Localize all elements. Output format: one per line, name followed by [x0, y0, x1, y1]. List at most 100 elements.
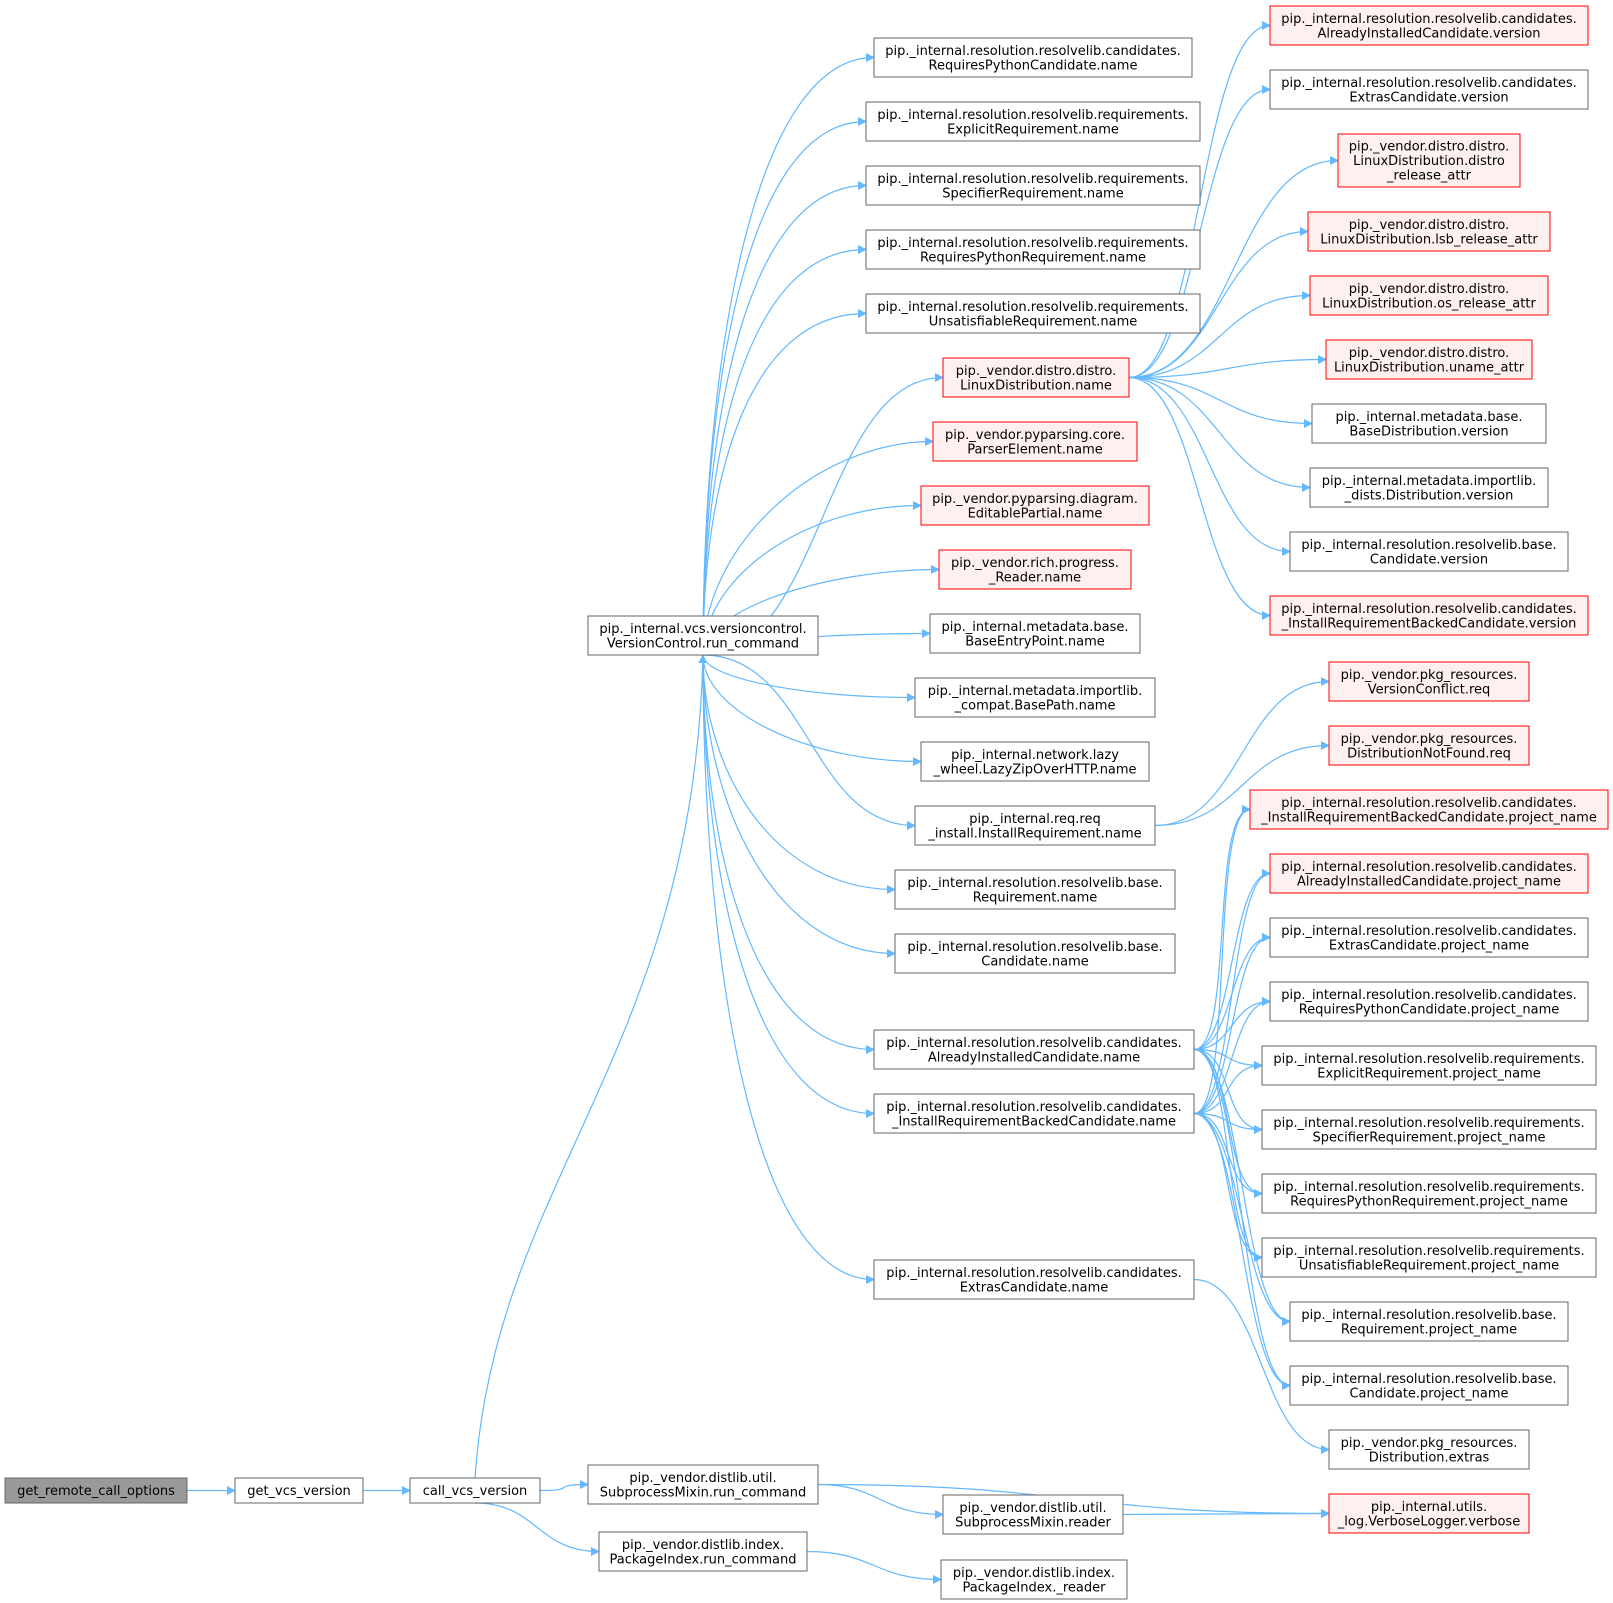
edge-n-ld-to-v-imd	[1128, 376, 1311, 492]
node-label: pip._internal.metadata.base.	[941, 620, 1128, 635]
node-label: get_vcs_version	[247, 1484, 351, 1499]
node-label: LinuxDistribution.os_release_attr	[1322, 296, 1536, 311]
node-label: RequiresPythonRequirement.name	[920, 250, 1146, 265]
node-n-lz[interactable]: pip._internal.network.lazy_wheel.LazyZip…	[920, 741, 1150, 782]
node-p-rpr[interactable]: pip._internal.resolution.resolvelib.requ…	[1261, 1173, 1597, 1214]
node-label: pip._internal.resolution.resolvelib.requ…	[1273, 1116, 1584, 1131]
node-box	[1249, 789, 1609, 830]
node-p-aic[interactable]: pip._internal.resolution.resolvelib.cand…	[1269, 853, 1589, 894]
node-r-vc[interactable]: pip._vendor.pkg_resources.VersionConflic…	[1328, 661, 1530, 702]
node-n-pe[interactable]: pip._vendor.pyparsing.core.ParserElement…	[932, 421, 1138, 462]
node-label: LinuxDistribution.lsb_release_attr	[1320, 232, 1538, 247]
node-label: pip._vendor.distro.distro.	[956, 364, 1116, 379]
node-label: UnsatisfiableRequirement.project_name	[1299, 1258, 1559, 1273]
node-v-irbc[interactable]: pip._internal.resolution.resolvelib.cand…	[1269, 595, 1589, 636]
node-label: pip._internal.resolution.resolvelib.requ…	[1273, 1052, 1584, 1067]
node-label: pip._internal.metadata.base.	[1335, 410, 1522, 425]
node-n-er[interactable]: pip._internal.resolution.resolvelib.requ…	[865, 101, 1201, 142]
node-v-un[interactable]: pip._vendor.distro.distro.LinuxDistribut…	[1325, 339, 1533, 380]
node-n-ec[interactable]: pip._internal.resolution.resolvelib.cand…	[873, 1259, 1195, 1300]
node-box	[598, 1531, 808, 1572]
edge-n-ir-to-r-vc	[1154, 677, 1330, 827]
node-box	[587, 1464, 819, 1505]
node-box	[4, 1477, 188, 1504]
node-label: _InstallRequirementBackedCandidate.proje…	[1260, 810, 1597, 825]
node-n-bc[interactable]: pip._internal.resolution.resolvelib.base…	[894, 933, 1176, 974]
node-p-rpc[interactable]: pip._internal.resolution.resolvelib.cand…	[1269, 981, 1589, 1022]
node-v-ec[interactable]: pip._internal.resolution.resolvelib.cand…	[1269, 69, 1589, 110]
node-label: pip._internal.vcs.versioncontrol.	[599, 622, 806, 637]
node-label: ParserElement.name	[967, 442, 1103, 457]
node-n-bep[interactable]: pip._internal.metadata.base.BaseEntryPoi…	[929, 613, 1141, 654]
node-vcrun[interactable]: pip._internal.vcs.versioncontrol.Version…	[587, 615, 819, 656]
node-label: SubprocessMixin.run_command	[600, 1485, 806, 1500]
edge-sprun-to-spreader	[817, 1483, 944, 1519]
node-r-dnf[interactable]: pip._vendor.pkg_resources.DistributionNo…	[1328, 725, 1530, 766]
node-n-bp[interactable]: pip._internal.metadata.importlib._compat…	[914, 677, 1156, 718]
node-label: pip._internal.resolution.resolvelib.cand…	[886, 1266, 1182, 1281]
node-n-irbc[interactable]: pip._internal.resolution.resolvelib.cand…	[873, 1093, 1195, 1134]
edge-n-irbc-to-p-er	[1193, 1061, 1263, 1115]
node-v-os[interactable]: pip._vendor.distro.distro.LinuxDistribut…	[1309, 275, 1549, 316]
edge-n-ld-to-v-bc	[1128, 376, 1291, 556]
node-root[interactable]: get_remote_call_options	[4, 1477, 188, 1504]
node-label: pip._internal.resolution.resolvelib.requ…	[877, 172, 1188, 187]
edge-vcrun-to-n-irbc	[702, 654, 875, 1118]
node-v-imd[interactable]: pip._internal.metadata.importlib._dists.…	[1309, 467, 1549, 508]
node-p-ur[interactable]: pip._internal.resolution.resolvelib.requ…	[1261, 1237, 1597, 1278]
node-sprun[interactable]: pip._vendor.distlib.util.SubprocessMixin…	[587, 1464, 819, 1505]
node-p-ec[interactable]: pip._internal.resolution.resolvelib.cand…	[1269, 917, 1589, 958]
node-label: pip._internal.resolution.resolvelib.requ…	[1273, 1180, 1584, 1195]
node-box	[1311, 403, 1547, 444]
node-box	[914, 677, 1156, 718]
node-box	[1261, 1173, 1597, 1214]
nodes-layer: get_remote_call_options get_vcs_version ca…	[4, 5, 1609, 1600]
node-v-aic[interactable]: pip._internal.resolution.resolvelib.cand…	[1269, 5, 1589, 46]
node-n-aic[interactable]: pip._internal.resolution.resolvelib.cand…	[873, 1029, 1195, 1070]
node-x-verb[interactable]: pip._internal.utils._log.VerboseLogger.v…	[1328, 1493, 1530, 1534]
node-label: _wheel.LazyZipOverHTTP.name	[932, 762, 1136, 777]
node-pirun[interactable]: pip._vendor.distlib.index.PackageIndex.r…	[598, 1531, 808, 1572]
node-n-ld[interactable]: pip._vendor.distro.distro.LinuxDistribut…	[942, 357, 1130, 398]
node-p-irbc[interactable]: pip._internal.resolution.resolvelib.cand…	[1249, 789, 1609, 830]
node-box	[914, 805, 1156, 846]
node-p-er[interactable]: pip._internal.resolution.resolvelib.requ…	[1261, 1045, 1597, 1086]
node-label: AlreadyInstalledCandidate.name	[928, 1050, 1140, 1065]
node-v-bd[interactable]: pip._internal.metadata.base.BaseDistribu…	[1311, 403, 1547, 444]
node-n-ir[interactable]: pip._internal.req.req_install.InstallReq…	[914, 805, 1156, 846]
edge-vcrun-to-n-ec	[702, 654, 875, 1284]
node-v-lsb[interactable]: pip._vendor.distro.distro.LinuxDistribut…	[1307, 211, 1551, 252]
node-n-ep[interactable]: pip._vendor.pyparsing.diagram.EditablePa…	[920, 485, 1150, 526]
node-v-bc[interactable]: pip._internal.resolution.resolvelib.base…	[1289, 531, 1569, 572]
node-n-ur[interactable]: pip._internal.resolution.resolvelib.requ…	[865, 293, 1201, 334]
node-label: _release_attr	[1386, 169, 1472, 184]
node-p-bc[interactable]: pip._internal.resolution.resolvelib.base…	[1289, 1365, 1569, 1406]
node-pireader[interactable]: pip._vendor.distlib.index.PackageIndex._…	[940, 1559, 1128, 1600]
node-v-dra[interactable]: pip._vendor.distro.distro.LinuxDistribut…	[1337, 133, 1521, 188]
node-spreader[interactable]: pip._vendor.distlib.util.SubprocessMixin…	[942, 1494, 1124, 1535]
node-label: AlreadyInstalledCandidate.project_name	[1297, 874, 1561, 889]
node-p-sr[interactable]: pip._internal.resolution.resolvelib.requ…	[1261, 1109, 1597, 1150]
edge-cvv-to-vcrun	[474, 654, 708, 1479]
node-gvv[interactable]: get_vcs_version	[234, 1477, 364, 1504]
node-cvv[interactable]: call_vcs_version	[409, 1477, 541, 1504]
node-n-brq[interactable]: pip._internal.resolution.resolvelib.base…	[894, 869, 1176, 910]
node-label: pip._internal.resolution.resolvelib.base…	[1301, 1308, 1556, 1323]
node-p-brq[interactable]: pip._internal.resolution.resolvelib.base…	[1289, 1301, 1569, 1342]
node-label: EditablePartial.name	[968, 506, 1103, 521]
node-x-dist[interactable]: pip._vendor.pkg_resources.Distribution.e…	[1328, 1429, 1530, 1470]
node-box	[1328, 661, 1530, 702]
node-box	[1261, 1045, 1597, 1086]
edge-n-irbc-to-p-sr	[1193, 1112, 1263, 1134]
node-label: pip._internal.resolution.resolvelib.base…	[1301, 538, 1556, 553]
node-n-rpc[interactable]: pip._internal.resolution.resolvelib.cand…	[873, 37, 1193, 78]
node-n-rpr[interactable]: pip._internal.resolution.resolvelib.requ…	[865, 229, 1201, 270]
edge-vcrun-to-n-bc	[702, 654, 896, 958]
node-n-sr[interactable]: pip._internal.resolution.resolvelib.requ…	[865, 165, 1201, 206]
node-box	[873, 37, 1193, 78]
node-box	[873, 1259, 1195, 1300]
node-box	[920, 485, 1150, 526]
node-label: pip._internal.resolution.resolvelib.cand…	[886, 1036, 1182, 1051]
node-label: pip._vendor.pkg_resources.	[1341, 732, 1518, 747]
node-n-rr[interactable]: pip._vendor.rich.progress._Reader.name	[938, 549, 1132, 590]
